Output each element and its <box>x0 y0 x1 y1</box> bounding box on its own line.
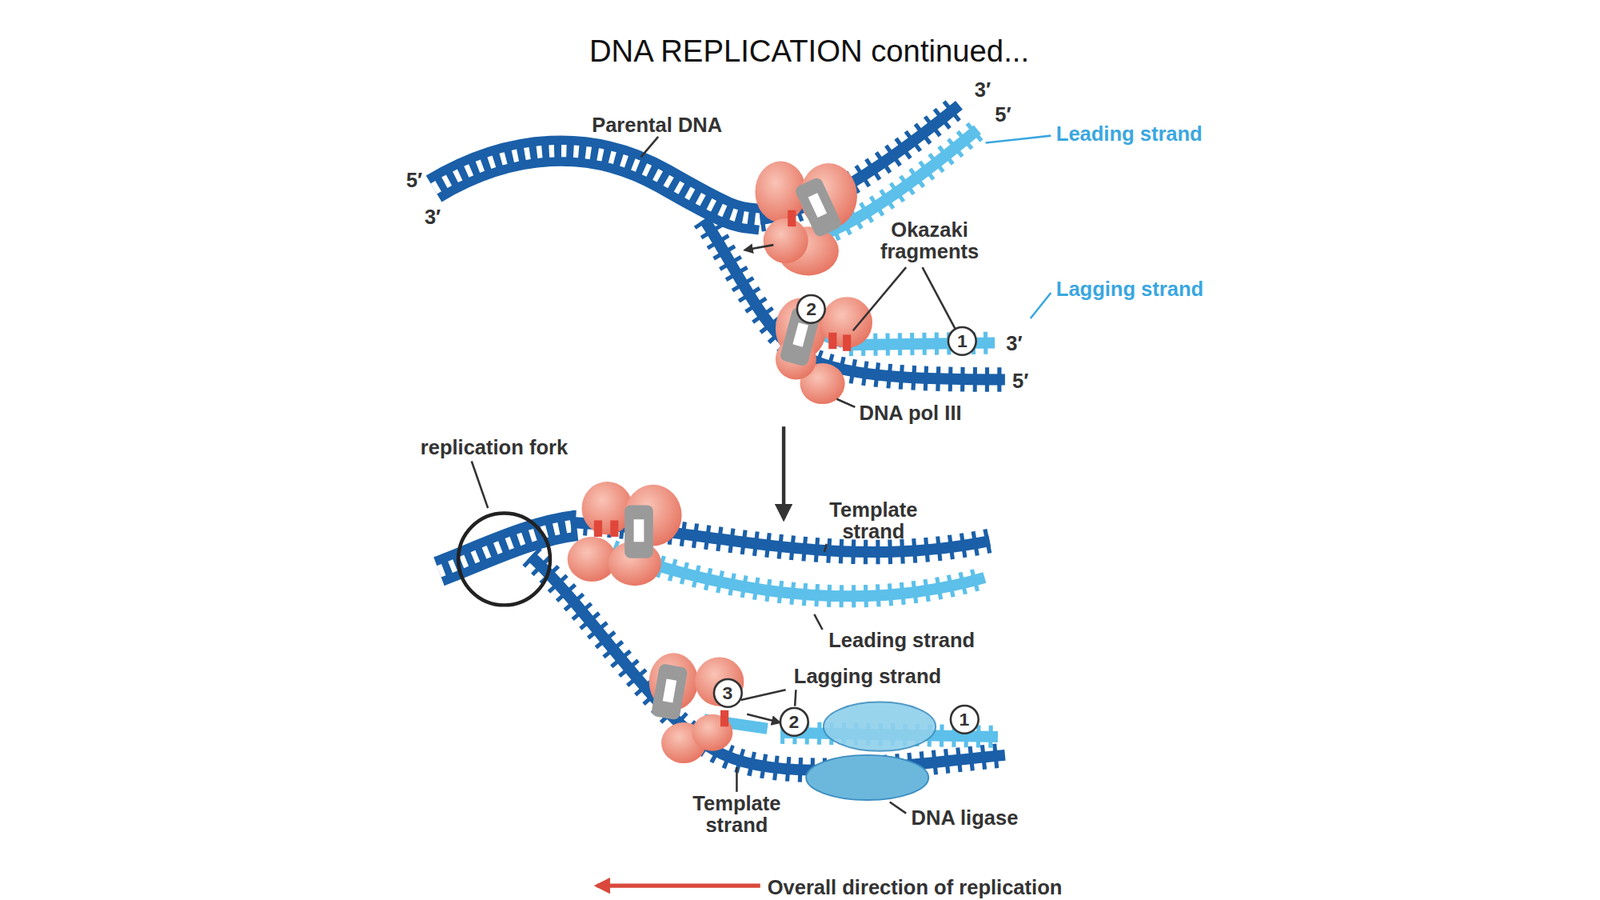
strand-end: 3′ <box>424 205 441 228</box>
strand-label: Template strand <box>665 793 809 837</box>
leader-line <box>889 801 906 814</box>
dna-polymerase <box>567 481 683 586</box>
leader-line <box>1030 292 1052 319</box>
strand-label: Lagging strand <box>794 664 942 687</box>
dna-ligase <box>823 702 936 751</box>
step-arrow <box>782 426 786 519</box>
leader-line <box>813 614 822 630</box>
direction-arrow <box>597 883 761 888</box>
strand-end: 5′ <box>994 103 1011 126</box>
dna-polymerase <box>650 662 689 721</box>
leader-line <box>735 766 739 792</box>
strand-label: Leading strand <box>1056 123 1203 145</box>
leader-line <box>641 136 659 158</box>
dna-polymerase <box>794 175 843 239</box>
dna-polymerase <box>594 520 603 537</box>
part-label: replication fork <box>420 436 568 459</box>
dna-polymerase <box>792 322 809 347</box>
new-strand <box>612 550 986 597</box>
direction-arrow <box>746 714 780 723</box>
callout-number: 2 <box>795 293 827 325</box>
callout-circle: 3 <box>712 677 744 709</box>
leader-line <box>853 267 906 331</box>
new-strand <box>612 550 998 737</box>
leader-line <box>794 689 796 706</box>
parental-dna <box>434 151 761 220</box>
callout-circle: 1 <box>949 703 981 735</box>
direction-label: Overall direction of replication <box>767 876 1063 898</box>
dna-polymerase <box>787 210 796 227</box>
dna-ligase <box>805 702 936 800</box>
leader-line <box>922 267 956 329</box>
part-label: DNA pol III <box>859 401 962 423</box>
strand-label: Template strand <box>801 498 946 543</box>
dna-polymerase <box>634 518 645 542</box>
dna-ligase <box>805 754 929 800</box>
leader-line <box>824 543 827 552</box>
callout-circle: 1 <box>946 325 978 357</box>
leader-line <box>741 689 787 700</box>
parental-dna <box>434 151 761 220</box>
callout-circle: 2 <box>778 706 810 738</box>
fork-circle <box>458 513 551 606</box>
dna-polymerase <box>754 161 858 276</box>
callout-number: 1 <box>949 703 981 735</box>
dna-polymerase <box>662 678 677 703</box>
leader-line <box>985 135 1052 319</box>
part-label: Parental DNA <box>591 113 723 136</box>
strand-end: 3′ <box>1005 331 1022 354</box>
dna-polymerase <box>610 520 619 537</box>
part-label: Okazaki fragments <box>853 219 1006 263</box>
strand-end: 5′ <box>406 168 423 191</box>
dna-polymerase <box>808 192 827 218</box>
callout-circle: 2 <box>795 293 827 325</box>
dna-polymerase <box>720 710 729 727</box>
dna-polymerase <box>649 652 745 763</box>
new-strand <box>612 550 986 597</box>
callout-number: 2 <box>778 706 810 738</box>
strand-label: Lagging strand <box>1056 278 1204 300</box>
direction-arrow <box>745 244 775 250</box>
part-label: DNA ligase <box>911 806 1019 829</box>
dna-polymerase <box>842 334 851 351</box>
parental-dna <box>434 151 761 220</box>
callout-number: 3 <box>712 677 744 709</box>
callout-number: 1 <box>946 325 978 357</box>
dna-polymerase <box>624 504 654 558</box>
leader-line <box>471 461 488 509</box>
dna-polymerase <box>828 332 837 349</box>
dna-polymerase <box>763 218 809 264</box>
leader-line <box>471 136 956 814</box>
strand-label: Leading strand <box>828 629 975 651</box>
title: DNA REPLICATION continued... <box>589 33 1030 69</box>
strand-end: 5′ <box>1012 370 1029 392</box>
leader-line <box>836 399 855 407</box>
leader-line <box>985 135 1052 144</box>
template-strand <box>530 522 1006 771</box>
strand-end: 3′ <box>974 79 991 101</box>
